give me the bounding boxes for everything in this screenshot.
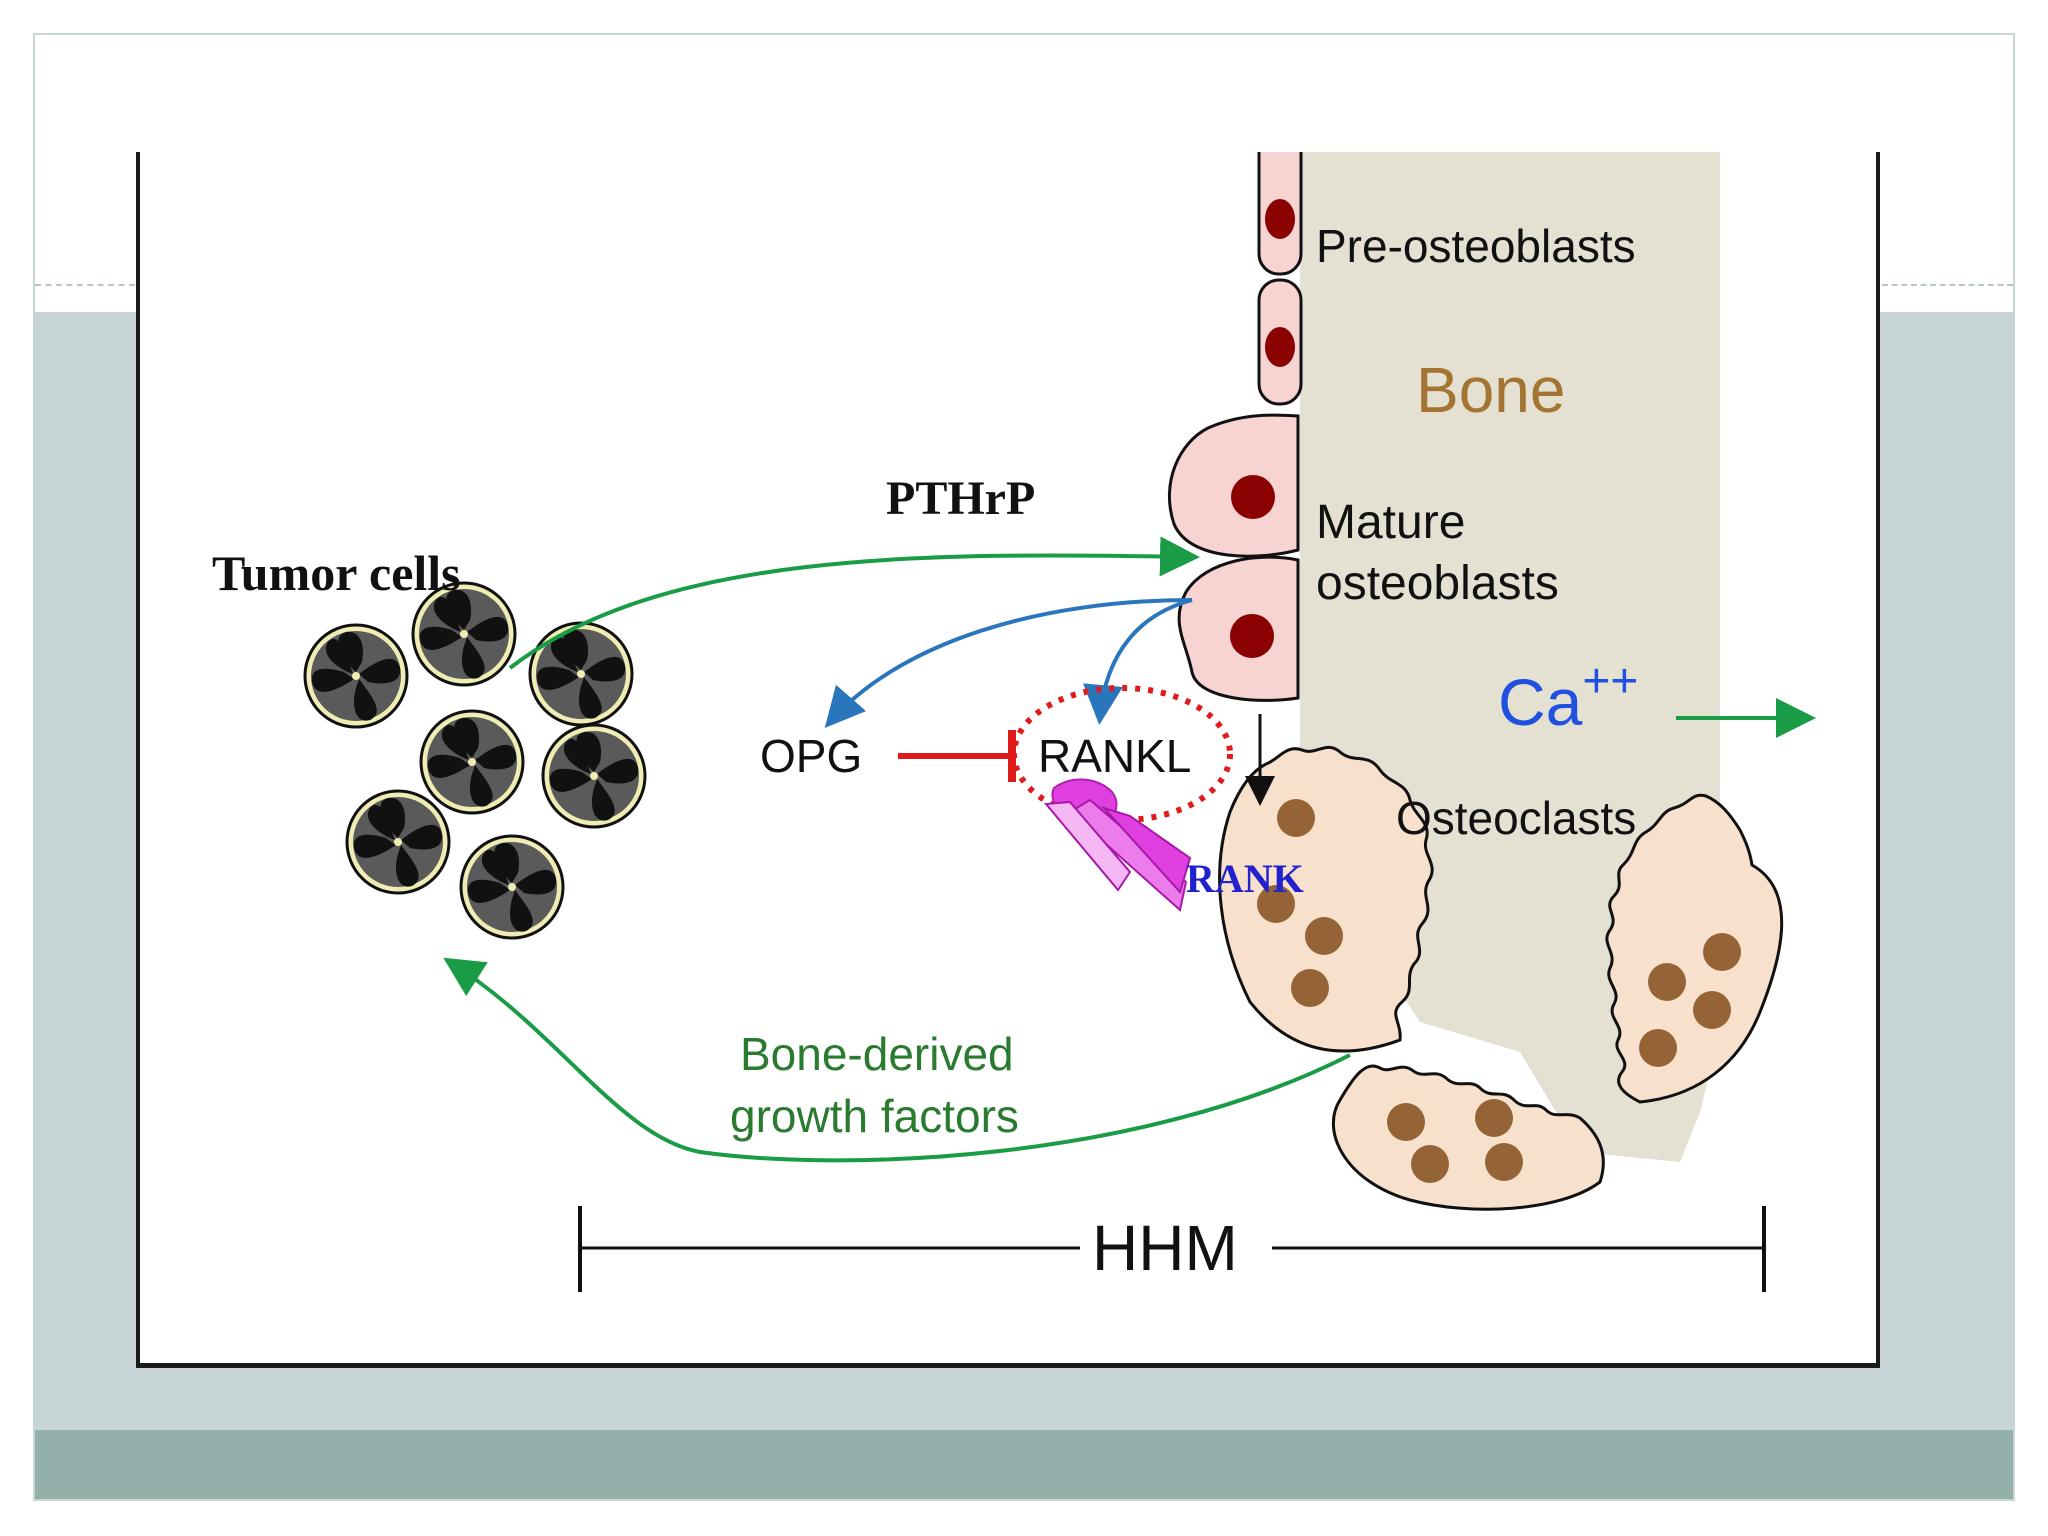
- mature-osteoblasts-label-line1: Mature: [1316, 496, 1465, 549]
- tumor-cells-label: Tumor cells: [212, 545, 461, 601]
- tumor-cell-cluster: [303, 581, 647, 940]
- slide-divider-right: [1882, 284, 2013, 286]
- pthrp-arrow: [508, 536, 1200, 670]
- osteoblast-to-opg-arrow: [824, 598, 1193, 729]
- hhm-scale-bar: [578, 1206, 1766, 1292]
- tumor-cell-icon: [345, 789, 451, 895]
- growth-factors-label-line2: growth factors: [730, 1090, 1019, 1142]
- rankl-label: RANKL: [1038, 730, 1191, 782]
- tumor-cell-icon: [528, 621, 634, 727]
- pre-osteoblasts-label: Pre-osteoblasts: [1316, 220, 1636, 272]
- slide-divider-left: [35, 284, 135, 286]
- growth-factors-label-line1: Bone-derived: [740, 1028, 1014, 1080]
- hhm-label: HHM: [1092, 1212, 1238, 1284]
- growth-factors-arrow: [443, 957, 1351, 1163]
- opg-label: OPG: [760, 730, 862, 782]
- opg-inhibition: [898, 730, 1016, 782]
- bone-label: Bone: [1416, 354, 1565, 426]
- rank-label: RANK: [1186, 856, 1304, 901]
- calcium-charge-label: ++: [1582, 655, 1638, 708]
- calcium-base-label: Ca: [1498, 665, 1583, 739]
- osteoclasts-label: Osteoclasts: [1396, 792, 1636, 844]
- pthrp-label: PTHrP: [886, 472, 1035, 525]
- mature-osteoblast-cells: [1168, 413, 1300, 702]
- osteoclast-cells: [1218, 745, 1784, 1211]
- osteoblast-to-rankl-arrow: [1083, 598, 1193, 725]
- hhm-diagram: Pre-osteoblasts Bone Mature osteoblasts …: [136, 152, 1880, 1368]
- rank-receptor-icon: [1043, 778, 1192, 912]
- tumor-cell-icon: [459, 834, 565, 940]
- tumor-cell-icon: [303, 623, 409, 729]
- mature-osteoblasts-label-line2: osteoblasts: [1316, 557, 1559, 610]
- slide-band-dark: [35, 1430, 2013, 1499]
- rankl-highlight: [1011, 685, 1233, 823]
- tumor-cell-icon: [419, 709, 525, 815]
- tumor-cell-icon: [541, 723, 647, 829]
- pre-osteoblast-cells: [1257, 152, 1303, 406]
- calcium-label: Ca++: [1498, 655, 1638, 739]
